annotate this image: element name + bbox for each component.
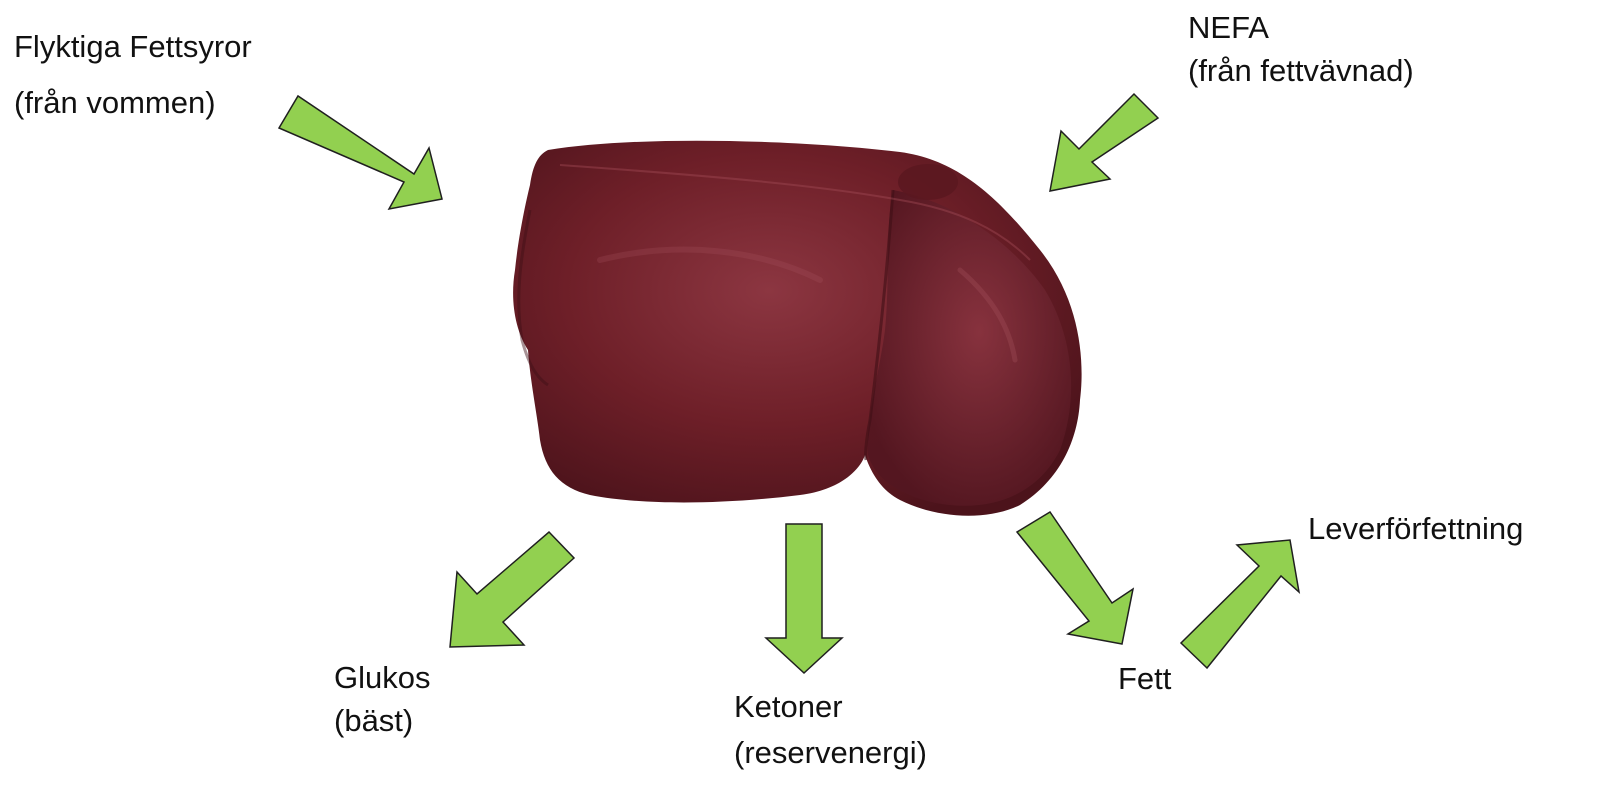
arrow-glucose-out-group [450, 532, 574, 647]
label-glucose-line2: (bäst) [334, 699, 430, 742]
label-nefa: NEFA (från fettvävnad) [1188, 6, 1414, 92]
arrow-fatty-liver-group [1181, 540, 1299, 668]
arrow-nefa-in-group [1050, 94, 1158, 191]
arrow-volatile-fatty-acids-in [279, 96, 442, 209]
label-volatile-fatty-acids: Flyktiga Fettsyror (från vommen) [14, 22, 252, 128]
label-glucose: Glukos (bäst) [334, 656, 430, 742]
arrow-glucose-out [450, 532, 574, 647]
label-glucose-line1: Glukos [334, 656, 430, 699]
label-ketones-line2: (reservenergi) [734, 730, 927, 776]
label-fat-line1: Fett [1118, 656, 1171, 702]
arrow-ketones-out-group [766, 524, 842, 673]
label-nefa-line1: NEFA [1188, 6, 1414, 49]
label-nefa-line2: (från fettvävnad) [1188, 49, 1414, 92]
label-volatile-fatty-acids-line1: Flyktiga Fettsyror [14, 22, 252, 72]
liver-right-lobe [868, 190, 1072, 506]
label-ketones-line1: Ketoner [734, 684, 927, 730]
label-fatty-liver: Leverförfettning [1308, 506, 1523, 552]
arrow-fat-out [1017, 512, 1133, 644]
arrow-fat-out-group [1017, 512, 1133, 644]
liver-lobe-bump [898, 164, 958, 200]
arrow-nefa-in [1050, 94, 1158, 191]
label-ketones: Ketoner (reservenergi) [734, 684, 927, 776]
arrow-fat-to-fatty-liver [1181, 540, 1299, 668]
arrow-vfa-in-group [279, 96, 442, 209]
label-fat: Fett [1118, 656, 1171, 702]
label-fatty-liver-line1: Leverförfettning [1308, 506, 1523, 552]
arrow-ketones-out [766, 524, 842, 673]
liver-image [513, 141, 1082, 516]
label-volatile-fatty-acids-line2: (från vommen) [14, 78, 252, 128]
